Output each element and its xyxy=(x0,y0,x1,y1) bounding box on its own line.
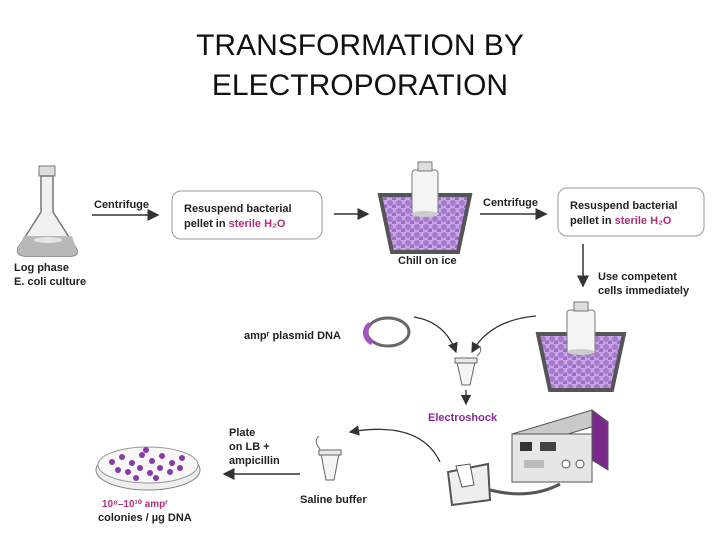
chill-on-ice-label: Chill on ice xyxy=(398,255,457,267)
resuspend-1-line-a: Resuspend bacterial xyxy=(184,203,292,215)
flask-icon xyxy=(16,165,78,257)
title-line-1: TRANSFORMATION BY xyxy=(196,29,524,62)
resuspend-2-line-c: sterile H₂O xyxy=(615,215,672,227)
saline-buffer-label: Saline buffer xyxy=(300,494,367,506)
electroshock-label: Electroshock xyxy=(428,412,498,424)
resuspend-2-line-a: Resuspend bacterial xyxy=(570,200,678,212)
microtube-icon-1 xyxy=(454,344,482,386)
ice-bucket-icon-1 xyxy=(377,161,473,254)
resuspend-box-1 xyxy=(171,190,323,240)
plasmid-dna-label: ampʳ plasmid DNA xyxy=(244,330,341,342)
use-competent-line-b: cells immediately xyxy=(598,285,690,297)
centrifuge-label-2: Centrifuge xyxy=(483,197,538,209)
plate-line-c: ampicillin xyxy=(229,455,280,467)
colonies-line-a: 10⁸–10¹⁰ ampʳ xyxy=(102,499,168,510)
centrifuge-label-1: Centrifuge xyxy=(94,199,149,211)
ice-bucket-icon-2 xyxy=(535,301,627,392)
arrow-cells-to-tube xyxy=(471,315,537,354)
svg-text:pellet in sterile H₂O: pellet in sterile H₂O xyxy=(184,218,286,230)
svg-text:pellet in sterile H₂O: pellet in sterile H₂O xyxy=(570,215,672,227)
cuvette-holder-icon xyxy=(446,462,561,507)
plate-line-a: Plate xyxy=(229,427,255,439)
ecoli-culture-label: E. coli culture xyxy=(14,276,86,288)
use-competent-line-a: Use competent xyxy=(598,271,677,283)
electroporator-icon xyxy=(510,409,610,483)
plasmid-icon xyxy=(362,316,411,348)
resuspend-1-line-c: sterile H₂O xyxy=(229,218,286,230)
log-phase-label: Log phase xyxy=(14,262,69,274)
resuspend-box-2 xyxy=(557,187,705,237)
colonies-line-b: colonies / µg DNA xyxy=(98,512,192,524)
arrow-plasmid-to-tube xyxy=(413,316,458,354)
plate-line-b: on LB + xyxy=(229,441,270,453)
resuspend-2-line-b: pellet in xyxy=(570,215,615,227)
petri-dish-icon xyxy=(95,446,201,491)
title-line-2: ELECTROPORATION xyxy=(211,69,509,102)
arrow-to-saline xyxy=(348,425,441,463)
resuspend-1-line-b: pellet in xyxy=(184,218,229,230)
microtube-icon-2 xyxy=(315,435,342,481)
